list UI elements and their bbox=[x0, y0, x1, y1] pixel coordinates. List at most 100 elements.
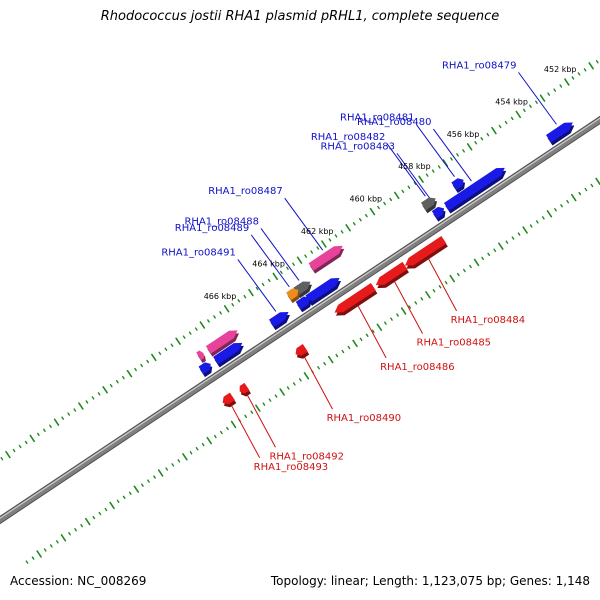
gene-arrow[interactable] bbox=[308, 245, 345, 274]
top-scale-tick bbox=[450, 157, 453, 161]
top-scale-tick bbox=[571, 76, 575, 80]
gene-label[interactable]: RHA1_ro08481 bbox=[340, 113, 415, 124]
gene-arrow[interactable] bbox=[239, 382, 251, 397]
top-scale-tick bbox=[539, 94, 546, 102]
top-scale-tick bbox=[389, 197, 393, 202]
gene-label[interactable]: RHA1_ro08486 bbox=[380, 362, 455, 373]
bottom-scale-tick bbox=[74, 528, 77, 532]
bottom-scale-tick bbox=[432, 289, 436, 293]
bottom-scale-tick bbox=[327, 355, 334, 364]
gene-arrow-face bbox=[295, 343, 308, 356]
gene-arrow-face bbox=[196, 350, 205, 361]
top-scale-tick bbox=[0, 456, 4, 461]
gene-arrow[interactable] bbox=[420, 197, 438, 214]
bottom-scale-tick bbox=[182, 453, 188, 461]
gene-label[interactable]: RHA1_ro08487 bbox=[208, 186, 283, 197]
bottom-scale-tick bbox=[408, 305, 412, 309]
top-scale-tick bbox=[175, 337, 181, 345]
top-scale-tick bbox=[109, 384, 113, 388]
bottom-scale-tick bbox=[323, 361, 327, 366]
bottom-scale-tick bbox=[25, 560, 29, 564]
bottom-scale-tick bbox=[570, 193, 577, 202]
bottom-scale-tick bbox=[31, 556, 35, 560]
sequence-summary-text: Topology: linear; Length: 1,123,075 bp; … bbox=[270, 574, 590, 588]
bottom-scale-tick bbox=[438, 285, 442, 289]
backbone bbox=[0, 116, 600, 524]
gene-arrow-face bbox=[213, 342, 243, 365]
gene-label[interactable]: RHA1_ro08488 bbox=[184, 216, 259, 227]
top-scale-tick bbox=[158, 351, 162, 356]
gene-arrow[interactable] bbox=[404, 235, 448, 269]
gene-label[interactable]: RHA1_ro08480 bbox=[357, 117, 432, 128]
gene-arrow-face bbox=[286, 288, 299, 301]
gene-arrow[interactable] bbox=[268, 312, 290, 331]
bottom-scale-tick bbox=[226, 426, 229, 431]
gene-arrow[interactable] bbox=[295, 296, 312, 313]
top-scale-tick bbox=[199, 321, 206, 329]
bottom-scale-tick bbox=[396, 313, 399, 317]
scale-label: 464 kbp bbox=[252, 259, 285, 268]
scale-label: 460 kbp bbox=[350, 195, 383, 204]
gene-label[interactable]: RHA1_ro08479 bbox=[442, 60, 517, 71]
top-scale-tick bbox=[413, 181, 417, 185]
top-scale-tick bbox=[588, 62, 594, 70]
top-scale-tick bbox=[547, 92, 551, 96]
gene-arrow[interactable] bbox=[546, 122, 575, 146]
gene-arrow[interactable] bbox=[451, 178, 466, 193]
gene-label[interactable]: RHA1_ro08490 bbox=[327, 413, 402, 424]
scale-label: 456 kbp bbox=[447, 130, 480, 139]
bottom-scale-tick bbox=[80, 523, 84, 528]
bottom-scale-tick bbox=[578, 191, 582, 196]
top-scale-tick bbox=[53, 418, 60, 426]
gene-label[interactable]: RHA1_ro08492 bbox=[269, 451, 344, 462]
backbone-highlight bbox=[0, 117, 600, 519]
bottom-scale-tick bbox=[122, 495, 126, 500]
gene-arrow[interactable] bbox=[205, 330, 240, 357]
gene-label[interactable]: RHA1_ro08491 bbox=[161, 247, 236, 258]
gene-arrow[interactable] bbox=[222, 392, 237, 408]
bottom-scale-tick bbox=[244, 414, 248, 419]
bottom-scale-tick bbox=[68, 532, 71, 536]
top-scale-tick bbox=[442, 159, 449, 167]
gene-label-leader bbox=[260, 228, 300, 281]
gene-label-leader bbox=[386, 143, 426, 197]
top-scale-tick bbox=[231, 303, 235, 307]
gene-label[interactable]: RHA1_ro08483 bbox=[320, 141, 395, 152]
bottom-scale-tick bbox=[469, 264, 472, 269]
backbone-layer bbox=[0, 115, 600, 525]
gene-label-leader bbox=[394, 281, 424, 334]
bottom-scale-tick bbox=[463, 268, 466, 273]
gene-arrow[interactable] bbox=[196, 350, 206, 364]
top-scale-tick bbox=[102, 386, 108, 394]
gene-label-leader bbox=[357, 305, 387, 359]
gene-arrow[interactable] bbox=[375, 261, 409, 289]
bottom-scale-tick bbox=[584, 187, 588, 192]
gene-arrow-face bbox=[222, 392, 235, 405]
gene-arrow-face bbox=[404, 235, 447, 266]
label-leaders-layer bbox=[231, 72, 557, 459]
accession-text: Accession: NC_008269 bbox=[10, 574, 147, 588]
gene-label[interactable]: RHA1_ro08484 bbox=[451, 315, 526, 326]
gene-label[interactable]: RHA1_ro08485 bbox=[417, 338, 492, 349]
bottom-scale-tick bbox=[262, 402, 266, 406]
gene-arrow[interactable] bbox=[295, 343, 310, 359]
gene-arrow[interactable] bbox=[286, 288, 300, 304]
bottom-scale-tick bbox=[400, 307, 407, 315]
gene-arrow[interactable] bbox=[213, 342, 244, 368]
gene-arrow[interactable] bbox=[334, 282, 378, 316]
top-scale-tick bbox=[345, 224, 351, 232]
gene-arrow[interactable] bbox=[305, 278, 342, 306]
genes-layer bbox=[196, 122, 575, 408]
gene-arrow[interactable] bbox=[198, 362, 213, 378]
top-scale-tick bbox=[243, 294, 247, 299]
gene-label[interactable]: RHA1_ro08482 bbox=[311, 132, 386, 143]
gene-arrow[interactable] bbox=[431, 206, 446, 222]
bottom-scale-tick bbox=[390, 317, 393, 321]
gene-arrow[interactable] bbox=[443, 167, 507, 214]
scale-label: 458 kbp bbox=[398, 162, 431, 171]
gene-arrow-face bbox=[443, 167, 505, 211]
gene-label[interactable]: RHA1_ro08489 bbox=[175, 223, 250, 234]
gene-label[interactable]: RHA1_ro08493 bbox=[254, 462, 329, 473]
top-scale-tick bbox=[577, 72, 581, 76]
